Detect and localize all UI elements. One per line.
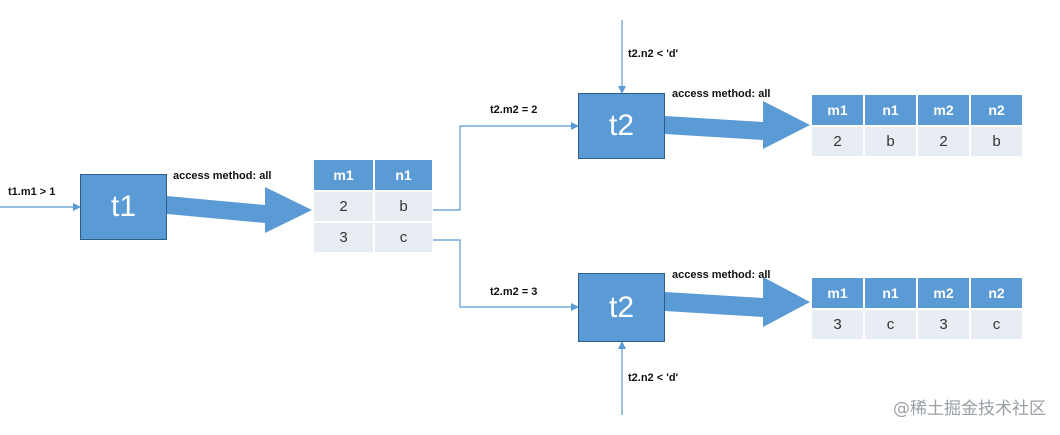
- table-cell: 2: [918, 127, 969, 156]
- table-cell: 3: [314, 223, 373, 252]
- column-header: m1: [812, 278, 863, 308]
- table-row: 2 b: [314, 192, 432, 221]
- t2-top-result-table: m1 n1 m2 n2 2 b 2 b: [810, 93, 1024, 158]
- row1-to-t2-top-connector: [433, 122, 579, 211]
- table-cell: c: [375, 223, 432, 252]
- column-header: n1: [865, 95, 916, 125]
- column-header: n1: [865, 278, 916, 308]
- row2-to-t2-bottom-connector: [433, 239, 579, 311]
- t2-bottom-output-arrow: [665, 277, 810, 327]
- t2-top-output-arrow: [665, 101, 810, 149]
- table-header-row: m1 n1: [314, 160, 432, 190]
- to-t2-top-label: t2.m2 = 2: [490, 104, 538, 116]
- t2-bottom-node: t2: [578, 273, 665, 342]
- watermark: @稀土掘金技术社区: [893, 399, 1046, 419]
- table-row: 3 c: [314, 223, 432, 252]
- to-t2-bottom-label: t2.m2 = 3: [490, 286, 538, 298]
- t1-input-label: t1.m1 > 1: [8, 186, 56, 198]
- column-header: m1: [812, 95, 863, 125]
- t2-top-access-label: access method: all: [672, 88, 771, 100]
- column-header: m1: [314, 160, 373, 190]
- t2-top-node: t2: [578, 93, 665, 159]
- table-header-row: m1 n1 m2 n2: [812, 278, 1022, 308]
- column-header: m2: [918, 95, 969, 125]
- table-cell: 3: [918, 310, 969, 339]
- t2-bottom-filter-label: t2.n2 < 'd': [628, 372, 679, 384]
- table-cell: c: [865, 310, 916, 339]
- table-cell: 3: [812, 310, 863, 339]
- t1-access-label: access method: all: [173, 170, 272, 182]
- table-cell: 2: [314, 192, 373, 221]
- column-header: n1: [375, 160, 432, 190]
- t2-top-filter-label: t2.n2 < 'd': [628, 48, 679, 60]
- column-header: m2: [918, 278, 969, 308]
- column-header: n2: [971, 95, 1022, 125]
- table-cell: b: [971, 127, 1022, 156]
- column-header: n2: [971, 278, 1022, 308]
- t1-output-arrow: [167, 187, 312, 233]
- table-cell: c: [971, 310, 1022, 339]
- t2-bottom-result-table: m1 n1 m2 n2 3 c 3 c: [810, 276, 1024, 341]
- table-row: 3 c 3 c: [812, 310, 1022, 339]
- table-cell: 2: [812, 127, 863, 156]
- table-cell: b: [375, 192, 432, 221]
- t1-result-table: m1 n1 2 b 3 c: [312, 158, 434, 254]
- t2-bottom-access-label: access method: all: [672, 269, 771, 281]
- table-cell: b: [865, 127, 916, 156]
- table-header-row: m1 n1 m2 n2: [812, 95, 1022, 125]
- table-row: 2 b 2 b: [812, 127, 1022, 156]
- t1-node: t1: [80, 174, 167, 240]
